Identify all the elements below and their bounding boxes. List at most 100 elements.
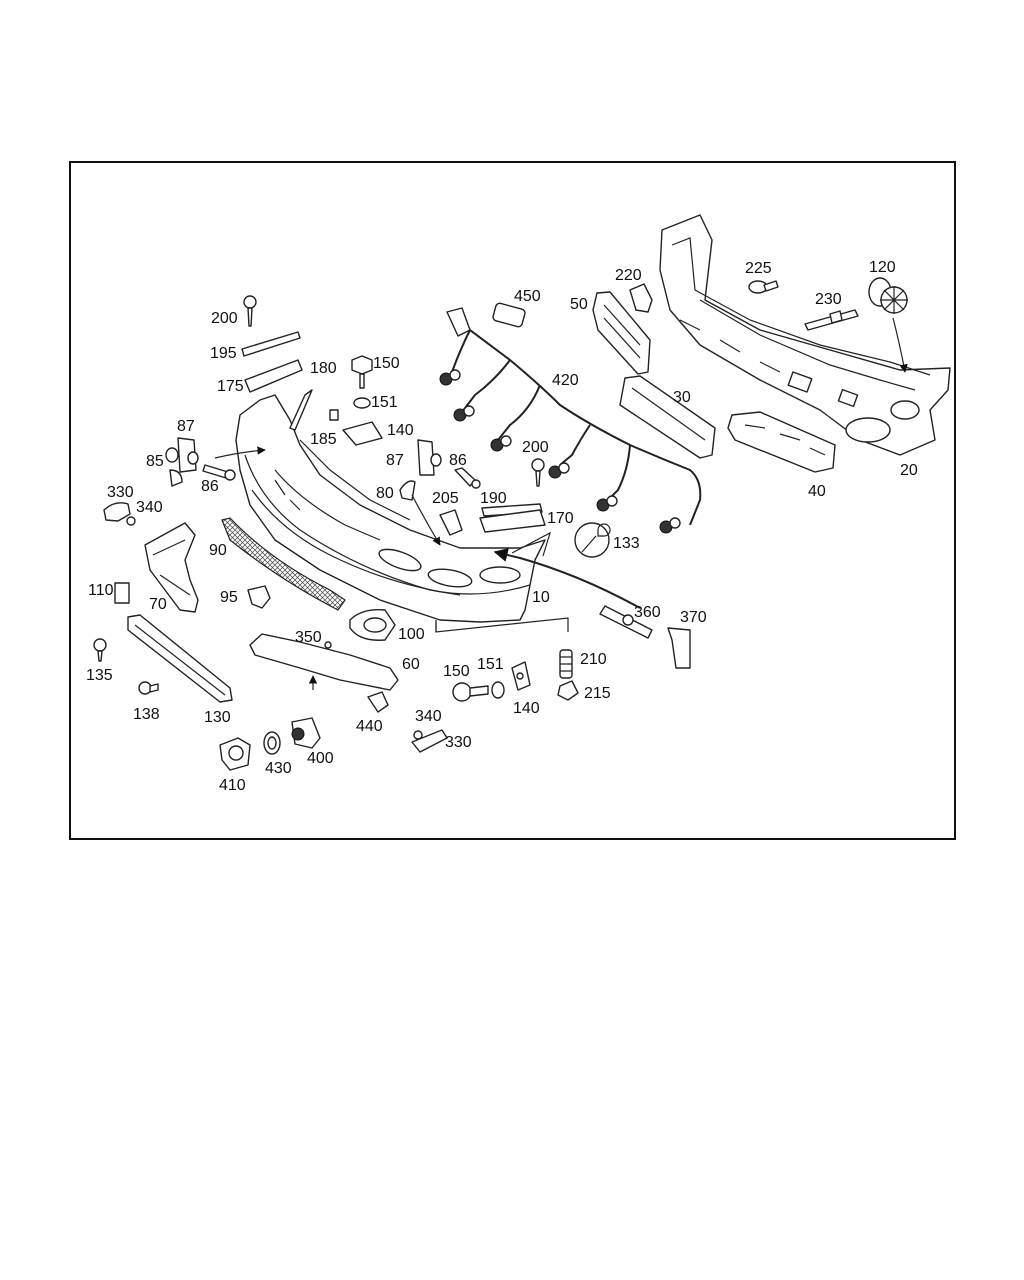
label-40: 40 [808, 483, 826, 500]
diagram-frame [69, 161, 956, 840]
cap-330-lower-part [411, 729, 448, 753]
label-86-right: 86 [449, 452, 467, 469]
bolt-150-lower-part [452, 682, 489, 702]
sensor-400-part [291, 717, 321, 749]
label-95: 95 [220, 589, 238, 606]
bracket-170-part [479, 509, 546, 533]
lower-absorber-part [727, 411, 836, 473]
label-450: 450 [514, 288, 541, 305]
wiring-harness-420-part [439, 302, 702, 534]
label-130: 130 [204, 709, 231, 726]
label-205: 205 [432, 490, 459, 507]
label-430: 430 [265, 760, 292, 777]
label-360: 360 [634, 604, 661, 621]
label-170: 170 [547, 510, 574, 527]
label-80: 80 [376, 485, 394, 502]
label-30: 30 [673, 389, 691, 406]
bracket-175-part [244, 359, 303, 393]
label-200-mid: 200 [522, 439, 549, 456]
label-90: 90 [209, 542, 227, 559]
label-340-lower: 340 [415, 708, 442, 725]
side-trim-70-part [144, 522, 199, 613]
washer-151-upper-part [353, 397, 371, 409]
label-120: 120 [869, 259, 896, 276]
label-185: 185 [310, 431, 337, 448]
label-110: 110 [88, 582, 114, 599]
sensor-410-part [219, 737, 251, 771]
label-87-left: 87 [177, 418, 195, 435]
side-bracket-part [592, 291, 651, 375]
label-340-upper: 340 [136, 499, 163, 516]
screw-225-part [748, 280, 779, 294]
sensor-360-part [493, 548, 653, 639]
label-195: 195 [210, 345, 237, 362]
label-150-upper: 150 [373, 355, 400, 372]
screw-138-part [138, 681, 159, 695]
label-70: 70 [149, 596, 167, 613]
clip-220-part [629, 283, 653, 313]
label-86-left: 86 [201, 478, 219, 495]
nut-215-part [557, 680, 579, 701]
label-138: 138 [133, 706, 160, 723]
mesh-grille-part [221, 517, 346, 611]
clip-85-part [165, 447, 179, 463]
label-133: 133 [613, 535, 640, 552]
ring-350-part [324, 641, 332, 649]
label-370: 370 [680, 609, 707, 626]
stud-210-part [559, 649, 573, 679]
screw-135-part [93, 638, 107, 662]
bumper-carrier-part [659, 214, 951, 456]
label-140-upper: 140 [387, 422, 414, 439]
label-410: 410 [219, 777, 246, 794]
label-400: 400 [307, 750, 334, 767]
label-10: 10 [532, 589, 550, 606]
label-60: 60 [402, 656, 420, 673]
bracket-370-part [667, 627, 691, 669]
bolt-150-upper-part [351, 355, 373, 389]
label-50: 50 [570, 296, 588, 313]
label-87-right: 87 [386, 452, 404, 469]
label-20: 20 [900, 462, 918, 479]
clip-205-part [439, 509, 463, 536]
label-225: 225 [745, 260, 772, 277]
label-190: 190 [480, 490, 507, 507]
bumper-cover-part [235, 394, 546, 623]
label-230: 230 [815, 291, 842, 308]
clip-95-part [247, 585, 271, 609]
wrench-icon [574, 522, 611, 558]
pin-185-part [329, 409, 339, 421]
clip-110-part [114, 582, 130, 604]
label-135: 135 [86, 667, 113, 684]
bolt-86-left-part [202, 446, 266, 481]
cap-330-upper-part [103, 502, 136, 526]
screw-200-mid-part [531, 458, 545, 487]
strip-195-part [241, 331, 301, 357]
screw-200-upper-part [243, 295, 257, 327]
license-plate-bracket-part [127, 614, 233, 703]
clip-87-right-part [417, 439, 442, 476]
washer-151-lower-part [491, 681, 505, 699]
label-350: 350 [295, 629, 322, 646]
label-180: 180 [310, 360, 337, 377]
fog-ring-100-part [349, 609, 396, 641]
label-420: 420 [552, 372, 579, 389]
wrench-pointer [511, 531, 551, 557]
cap-80-arrow [411, 494, 441, 546]
part-number-labels: 10 20 30 40 50 60 70 80 85 86 86 87 87 9… [86, 259, 918, 794]
label-151-upper: 151 [371, 394, 398, 411]
cap-80-left-part [169, 469, 183, 487]
label-85: 85 [146, 453, 164, 470]
clip-87-left-part [177, 437, 199, 473]
label-100: 100 [398, 626, 425, 643]
label-210: 210 [580, 651, 607, 668]
label-330-upper: 330 [107, 484, 134, 501]
label-150-lower: 150 [443, 663, 470, 680]
ring-430-part [263, 731, 281, 755]
label-140-lower: 140 [513, 700, 540, 717]
label-175: 175 [217, 378, 244, 395]
label-151-lower: 151 [477, 656, 504, 673]
clip-440-part [367, 691, 389, 713]
bolt-86-right-part [454, 467, 481, 489]
label-440: 440 [356, 718, 383, 735]
